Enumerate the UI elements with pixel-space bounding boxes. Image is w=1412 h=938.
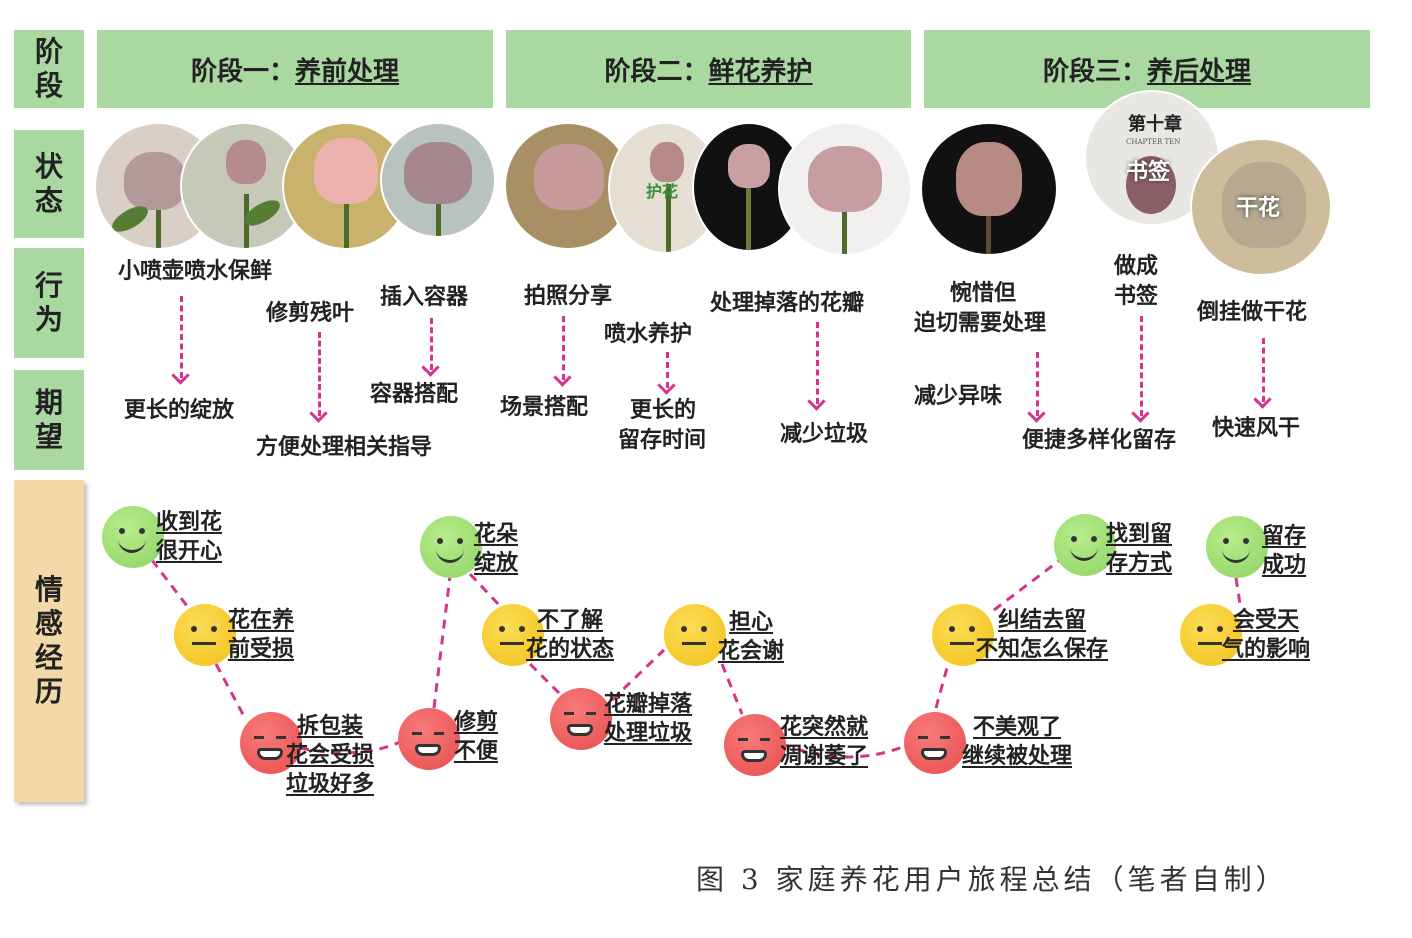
row-label-emotion: 情感经历: [14, 480, 84, 802]
emotion-label: 花在养前受损: [228, 608, 295, 662]
emotion-label: 收到花很开心: [156, 510, 223, 564]
emotion-face-neutral: [932, 604, 994, 666]
emotion-label: 拆包装花会受损垃圾好多: [286, 714, 375, 797]
arrow-5: [666, 352, 669, 388]
emotion-label: 会受天气的影响: [1222, 608, 1311, 662]
chapter-en-text: CHAPTER TEN: [1126, 138, 1181, 146]
bookmark-label: 书签: [1126, 159, 1171, 185]
emotion-label: 花突然就凋谢萎了: [780, 715, 869, 769]
rose-photo-9: [922, 124, 1056, 254]
behavior-photo: 拍照分享: [524, 284, 613, 309]
row-label-behavior: 行为: [14, 248, 84, 358]
expectation-preserve: 便捷多样化留存: [1022, 428, 1177, 453]
emotion-label: 花朵绽放: [474, 522, 519, 576]
behavior-regret-1: 惋惜但: [950, 281, 1017, 306]
emotion-face-happy: [1054, 514, 1116, 576]
emotion-face-neutral: [482, 604, 544, 666]
expectation-scene: 场景搭配: [500, 395, 589, 420]
expectation-less-waste: 减少垃圾: [780, 422, 869, 447]
arrow-6: [816, 322, 819, 404]
dried-label: 干花: [1236, 195, 1281, 221]
behavior-regret-2: 迫切需要处理: [914, 311, 1047, 336]
emotion-face-happy: [1206, 516, 1268, 578]
arrow-7: [1036, 352, 1039, 416]
behavior-dry: 倒挂做干花: [1197, 300, 1308, 325]
huhua-tag: 护花: [646, 182, 679, 201]
emotion-label: 修剪不便: [454, 710, 499, 764]
figure-caption: 图 3 家庭养花用户旅程总结（笔者自制）: [696, 863, 1288, 896]
emotion-label: 留存成功: [1262, 524, 1307, 578]
emotion-face-sad: [240, 712, 302, 774]
expectation-container: 容器搭配: [370, 382, 459, 407]
expectation-less-odor: 减少异味: [914, 384, 1003, 409]
emotion-label: 不了解花的状态: [526, 608, 615, 662]
emotion-label: 不美观了继续被处理: [962, 715, 1073, 769]
behavior-spray: 小喷壶喷水保鲜: [118, 259, 273, 284]
behavior-spray-care: 喷水养护: [604, 322, 693, 347]
emotion-label: 担心花会谢: [718, 610, 785, 664]
arrow-4: [562, 316, 565, 380]
emotion-face-neutral: [1180, 604, 1242, 666]
emotion-label: 纠结去留不知怎么保存: [976, 608, 1109, 662]
behavior-bookmark-2: 书签: [1114, 284, 1159, 309]
expectation-dry-fast: 快速风干: [1212, 416, 1301, 441]
chapter-text: 第十章: [1128, 114, 1182, 135]
behavior-bookmark-1: 做成: [1114, 254, 1159, 279]
phase-header-1: 阶段一：养前处理: [97, 30, 493, 108]
row-label-state: 状态: [14, 130, 84, 238]
row-label-expectation: 期望: [14, 370, 84, 470]
emotion-label: 找到留存方式: [1106, 522, 1173, 576]
emotion-face-happy: [420, 516, 482, 578]
emotion-face-sad: [398, 708, 460, 770]
row-label-stage: 阶段: [14, 30, 84, 108]
arrow-9: [1262, 338, 1265, 402]
emotion-face-happy: [102, 506, 164, 568]
emotion-face-sad: [724, 714, 786, 776]
rose-photo-8: [780, 124, 910, 254]
rose-photo-4: [382, 124, 494, 236]
emotion-label: 花瓣掉落处理垃圾: [604, 692, 693, 746]
dried-flower-photo: 干花: [1192, 140, 1330, 274]
behavior-petals: 处理掉落的花瓣: [710, 291, 865, 316]
rose-photo-5: [506, 124, 630, 248]
phase-header-3: 阶段三：养后处理: [924, 30, 1370, 108]
behavior-trim: 修剪残叶: [266, 301, 355, 326]
expectation-longer-2: 留存时间: [618, 428, 707, 453]
expectation-guide: 方便处理相关指导: [256, 435, 433, 460]
arrow-1: [180, 296, 183, 378]
phase-header-2: 阶段二：鲜花养护: [506, 30, 911, 108]
arrow-8: [1140, 316, 1143, 416]
arrow-3: [430, 318, 433, 370]
emotion-face-neutral: [174, 604, 236, 666]
behavior-insert: 插入容器: [380, 285, 469, 310]
emotion-face-neutral: [664, 604, 726, 666]
expectation-bloom: 更长的绽放: [124, 398, 235, 423]
emotion-face-sad: [550, 688, 612, 750]
emotion-face-sad: [904, 712, 966, 774]
arrow-2: [318, 332, 321, 416]
expectation-longer-1: 更长的: [630, 398, 697, 423]
